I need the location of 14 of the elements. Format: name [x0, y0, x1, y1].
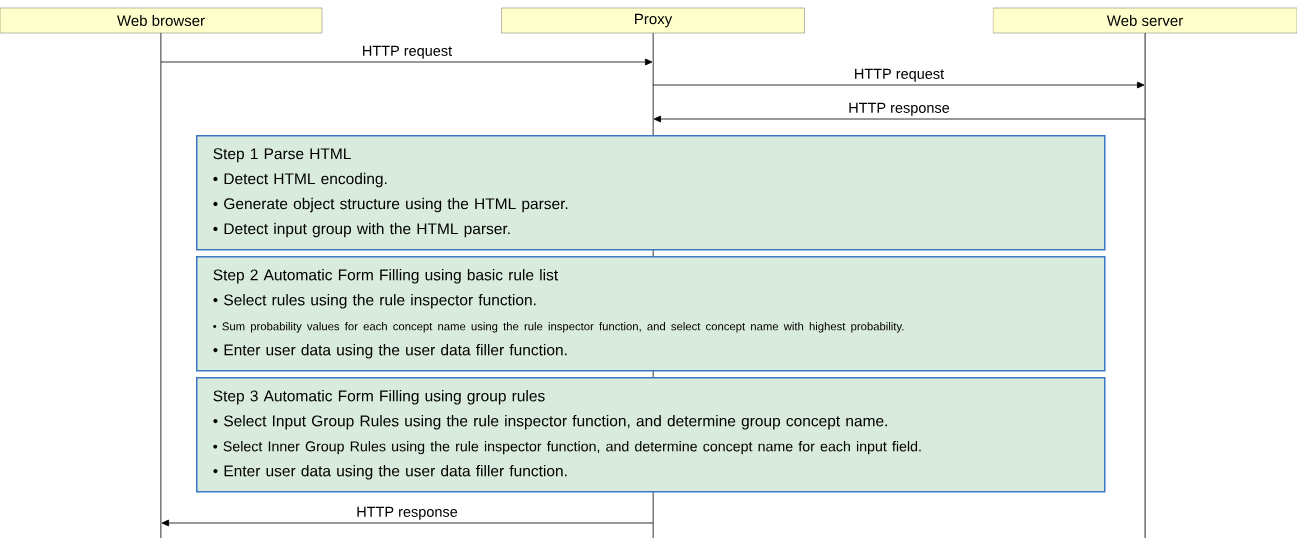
arrow: [160, 58, 653, 66]
arrow: [161, 519, 654, 527]
lifeline-header: Proxy: [501, 7, 805, 34]
step-box: Step 2 Automatic Form Filling using basic rule list • Select rules using the rule inspector function. • Sum probability values for each concept name using the rule inspector function, and select concept name with highest probability. • Enter user data using the user data filler function.: [196, 256, 1106, 372]
lifeline-header: Web browser: [0, 7, 323, 34]
step-box: Step 1 Parse HTML • Detect HTML encoding. • Generate object structure using the HTML parser. • Detect input group with the HTML parser.: [196, 135, 1106, 251]
lifeline-header: Web server: [992, 7, 1297, 34]
arrow: [653, 115, 1146, 123]
edge-label: HTTP request: [363, 45, 452, 59]
edge-label: HTTP response: [849, 102, 950, 116]
edge-label: HTTP request: [855, 68, 944, 82]
edge-label: HTTP response: [357, 506, 458, 520]
arrow: [652, 81, 1145, 89]
step-box: Step 3 Automatic Form Filling using group rules • Select Input Group Rules using the rule inspector function, and determine group concept name. • Select Inner Group Rules using the rule inspector function, and determine concept name for each input field. • Enter user data using the user data filler function.: [196, 377, 1106, 493]
